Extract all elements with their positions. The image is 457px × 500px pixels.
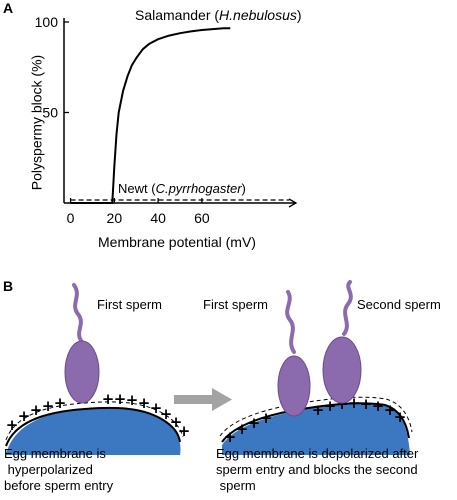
right-egg-membrane-solid (221, 402, 410, 443)
series-label-salamander: Salamander (H.nebulosus) (135, 7, 302, 23)
left-first-sperm-label: First sperm (97, 297, 162, 312)
plus-charge: + (138, 394, 151, 412)
plus-charge: + (126, 391, 139, 409)
x-axis-label: Membrane potential (mV) (98, 234, 256, 250)
transition-arrow (174, 388, 232, 411)
plus-charge: + (372, 397, 385, 415)
plus-charge: + (6, 416, 19, 434)
left-egg-cell (6, 407, 181, 455)
x-axis-arrowhead (288, 198, 298, 208)
plus-charge: + (248, 414, 261, 432)
plus-charge: + (102, 390, 115, 408)
right-caption: Egg membrane is depolarized after sperm … (216, 446, 418, 494)
right-second-sperm-label: Second sperm (357, 297, 441, 312)
plus-charge: + (224, 428, 237, 446)
first-sperm-tail (285, 290, 296, 354)
right-caption-line-2: sperm entry and blocks the second (216, 462, 418, 477)
x-tick-label: 20 (107, 210, 123, 226)
plus-charge: + (384, 401, 397, 419)
right-first-sperm-label: First sperm (203, 297, 268, 312)
left-caption: Egg membrane is hyperpolarized before sp… (4, 446, 113, 494)
plus-charge: + (324, 397, 337, 415)
y-tick-label: 50 (42, 105, 58, 121)
y-axis-label: Polyspermy block (%) (28, 54, 45, 191)
left-caption-line-2: hyperpolarized (4, 462, 93, 477)
plus-charge: + (178, 422, 191, 440)
left-caption-line-1: Egg membrane is (4, 446, 106, 461)
plus-charge: + (160, 405, 173, 423)
plus-charge: + (260, 409, 273, 427)
left-caption-line-3: before sperm entry (4, 478, 114, 493)
plus-charge: + (42, 397, 55, 415)
plus-charge: + (394, 408, 407, 426)
y-tick-label: 100 (35, 14, 59, 30)
plus-charge: + (114, 390, 127, 408)
series-label-newt: Newt (C.pyrrhogaster) (118, 181, 246, 196)
left-egg-membrane-dashed (5, 401, 184, 441)
plus-charge: + (54, 394, 67, 412)
salamander-series-line (70, 27, 231, 204)
right-caption-line-1: Egg membrane is depolarized after (216, 446, 419, 461)
right-membrane-charges: ++++++++++++ (224, 394, 407, 446)
x-tick-label: 60 (194, 210, 210, 226)
plus-charge: + (18, 407, 31, 425)
plus-charge: + (236, 420, 249, 438)
polyspermy-line-chart: 50 100 0 20 40 60 (35, 14, 298, 226)
sperm-egg-diagram: +++++++++++++ ++++++++++++ (5, 280, 413, 455)
second-sperm-tail (342, 280, 353, 336)
right-egg-cell (222, 404, 410, 455)
left-sperm-tail (72, 283, 84, 344)
left-membrane-charges: +++++++++++++ (6, 390, 191, 440)
panel-b-label: B (3, 278, 14, 294)
second-sperm-head (322, 336, 362, 404)
plus-charge: + (150, 399, 163, 417)
left-egg-membrane-solid (5, 406, 181, 447)
first-sperm-head (277, 355, 311, 417)
plus-charge: + (30, 401, 43, 419)
x-tick-label: 40 (150, 210, 166, 226)
panel-a-label: A (3, 0, 14, 16)
left-sperm-head (64, 340, 100, 404)
plus-charge: + (170, 413, 183, 431)
plus-charge: + (360, 395, 373, 413)
x-tick-label: 0 (67, 210, 75, 226)
plus-charge: + (312, 401, 325, 419)
right-caption-line-3: sperm (216, 478, 256, 493)
